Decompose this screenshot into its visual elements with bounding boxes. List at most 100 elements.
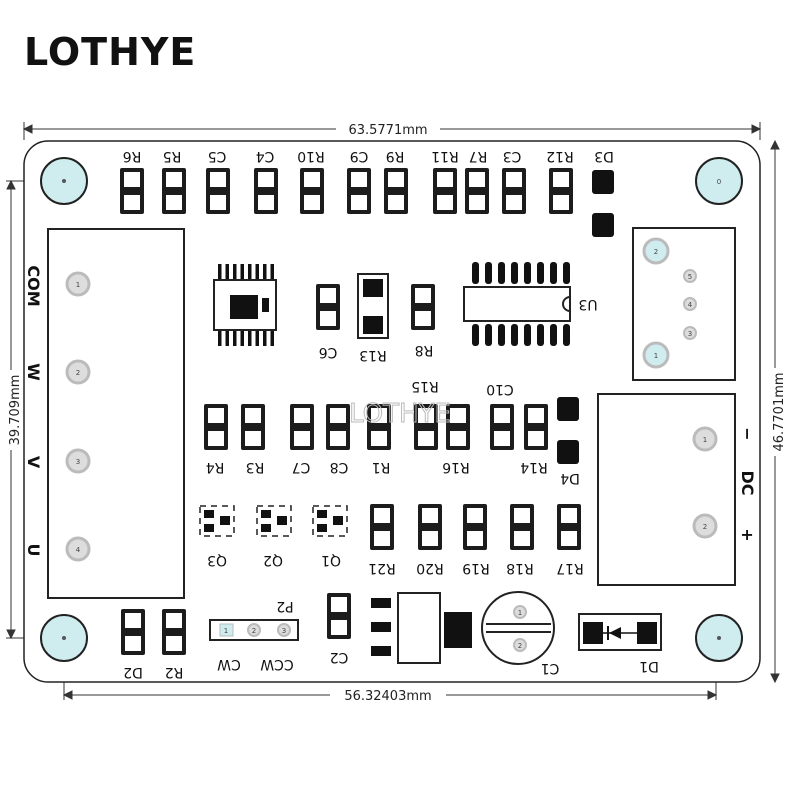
mounting-hole	[695, 157, 743, 205]
part-r14	[524, 404, 548, 450]
svg-text:1: 1	[654, 352, 658, 360]
part-c6	[316, 284, 340, 330]
part-r21	[370, 504, 394, 550]
jst-pad: 4	[683, 297, 697, 311]
label-c3: C3	[503, 148, 522, 164]
c1-pad: 1	[513, 605, 527, 619]
part-r18	[510, 504, 534, 550]
label-p2: P2	[276, 598, 293, 614]
label-c5: C5	[208, 148, 227, 164]
svg-text:2: 2	[703, 523, 707, 531]
part-r19	[463, 504, 487, 550]
dc-pad: 2	[692, 513, 718, 539]
label-r13: R13	[359, 347, 387, 363]
label-r7: R7	[469, 148, 488, 164]
terminal-pad: 1	[65, 271, 91, 297]
label-r19: R19	[462, 560, 490, 576]
part-c9	[347, 168, 371, 214]
svg-text:1: 1	[518, 609, 522, 617]
transistors	[199, 505, 348, 537]
svg-text:1: 1	[76, 281, 80, 289]
jst-pad: 1	[642, 341, 670, 369]
svg-text:4: 4	[76, 546, 81, 554]
svg-text:5: 5	[688, 273, 692, 281]
label-d2: D2	[123, 664, 143, 680]
part-c7	[290, 404, 314, 450]
label-r8: R8	[415, 342, 434, 358]
label-ccw: CCW	[260, 656, 294, 672]
svg-text:3: 3	[688, 330, 692, 338]
label-v: V	[24, 456, 43, 469]
transistor-q1	[312, 505, 348, 537]
watermark: LOTHYE	[349, 399, 451, 429]
terminal-pad: 3	[65, 448, 91, 474]
svg-text:1: 1	[224, 627, 228, 635]
label-r16: R16	[442, 459, 470, 475]
part-c2	[327, 593, 351, 639]
dim-bottom-width: 56.32403mm	[344, 689, 431, 704]
jst-connector: 2 5 4 3 1	[632, 227, 736, 381]
label-r11: R11	[431, 148, 459, 164]
label-r18: R18	[506, 560, 534, 576]
label-r15: R15	[411, 378, 439, 394]
svg-text:1: 1	[703, 436, 707, 444]
label-r6: R6	[123, 148, 142, 164]
motor-terminal-block: 1 2 3 4	[47, 228, 185, 599]
label-q1: Q1	[321, 552, 341, 568]
label-u3: U3	[578, 296, 597, 312]
label-c7: C7	[292, 459, 311, 475]
dim-right-height: 46.7701mm	[772, 372, 787, 451]
dim-left-height: 39.709mm	[8, 375, 23, 446]
part-c4	[254, 168, 278, 214]
label-r9: R9	[386, 148, 405, 164]
part-r17	[557, 504, 581, 550]
ic-driver	[213, 264, 277, 346]
label-c9: C9	[350, 148, 369, 164]
part-c5	[206, 168, 230, 214]
label-r14: R14	[520, 459, 548, 475]
part-r10	[300, 168, 324, 214]
part-r9	[384, 168, 408, 214]
diode-d4	[557, 397, 579, 464]
part-r3	[241, 404, 265, 450]
jst-pad: 3	[683, 326, 697, 340]
label-c2: C2	[330, 649, 349, 665]
label-c4: C4	[256, 148, 275, 164]
part-r15	[414, 404, 438, 450]
label-d1: D1	[639, 658, 659, 674]
part-r4	[204, 404, 228, 450]
label-r1: R1	[372, 459, 391, 475]
ic-u3	[463, 262, 571, 346]
label-r2: R2	[165, 664, 184, 680]
jst-pad: 5	[683, 269, 697, 283]
label-r17: R17	[556, 560, 584, 576]
part-r1	[367, 404, 391, 450]
svg-text:4: 4	[688, 301, 693, 309]
part-r12	[549, 168, 573, 214]
terminal-pad: 4	[65, 536, 91, 562]
svg-text:3: 3	[76, 458, 80, 466]
label-r21: R21	[368, 560, 396, 576]
part-c10	[490, 404, 514, 450]
dim-top-width: 63.5771mm	[348, 123, 427, 138]
part-r11	[433, 168, 457, 214]
transistor-q3	[199, 505, 235, 537]
part-r7	[465, 168, 489, 214]
label-d4: D4	[560, 470, 580, 486]
label-r5: R5	[163, 148, 182, 164]
label-d3: D3	[594, 148, 614, 164]
label-dc: DC	[738, 470, 757, 495]
header-p2: 1 2 3	[209, 619, 299, 641]
brand-logo: LOTHYE	[24, 30, 197, 74]
part-r13	[357, 273, 389, 339]
label-r12: R12	[546, 148, 574, 164]
label-c8: C8	[330, 459, 349, 475]
part-r6	[120, 168, 144, 214]
svg-text:2: 2	[76, 369, 80, 377]
label-c10: C10	[486, 381, 514, 397]
svg-text:2: 2	[518, 642, 522, 650]
part-c8	[326, 404, 350, 450]
label-minus: −	[738, 427, 757, 440]
